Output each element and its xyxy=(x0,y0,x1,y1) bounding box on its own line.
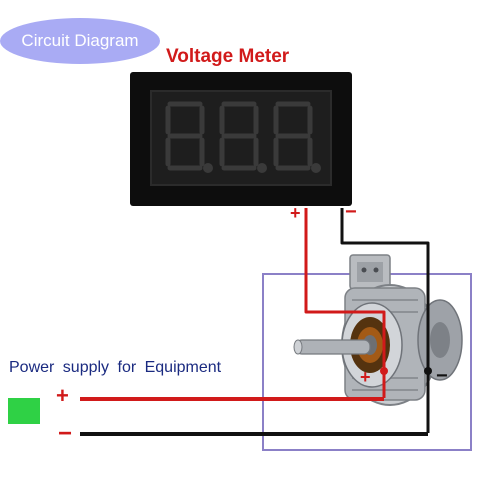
supply-minus-terminal: − xyxy=(58,420,73,447)
motor-negative-junction xyxy=(424,367,432,375)
motor-plus-terminal: + xyxy=(360,367,371,387)
meter-positive-wire xyxy=(304,208,386,398)
digit-2 xyxy=(219,101,267,173)
badge-label: Circuit Diagram xyxy=(21,31,139,50)
circuit-diagram-badge: Circuit Diagram xyxy=(0,18,160,64)
meter-plus-terminal: + xyxy=(290,203,301,223)
seven-segment-window xyxy=(150,90,332,186)
supply-plus-terminal: + xyxy=(56,383,69,408)
voltage-meter-title: Voltage Meter xyxy=(166,46,290,67)
motor-minus-terminal: − xyxy=(436,365,448,387)
meter-negative-wire xyxy=(340,208,430,433)
power-supply-label: Power supply for Equipment xyxy=(9,359,222,376)
digit-1 xyxy=(165,101,213,173)
digit-3 xyxy=(273,101,321,173)
motor-positive-junction xyxy=(380,367,388,375)
voltage-meter-display xyxy=(130,72,352,206)
seven-segment-digits xyxy=(165,101,321,173)
meter-minus-terminal: − xyxy=(345,201,357,223)
power-supply-indicator xyxy=(8,398,40,424)
